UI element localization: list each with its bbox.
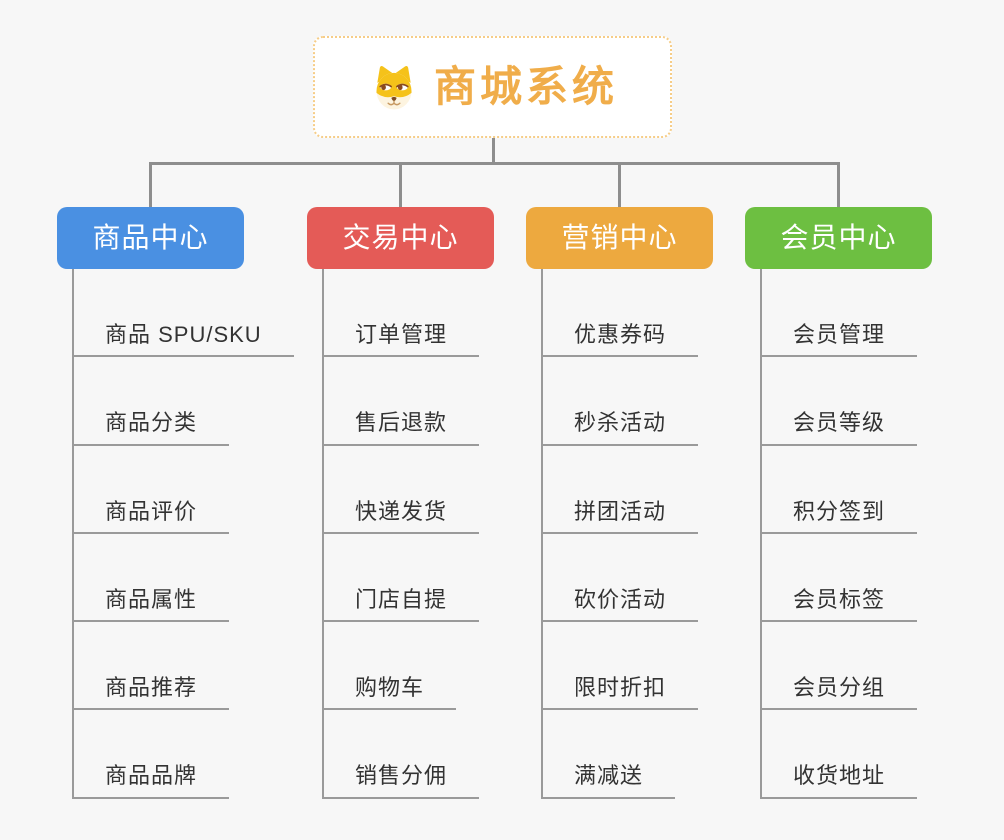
leaf-topic-label: 会员管理	[793, 322, 886, 347]
branch-topic-trade-center[interactable]: 交易中心	[307, 207, 494, 269]
branch-topic-marketing-center[interactable]: 营销中心	[526, 207, 713, 269]
leaf-topic-label: 积分签到	[793, 498, 886, 524]
branch-topic-product-center[interactable]: 商品中心	[57, 207, 244, 269]
leaf-topic[interactable]: 砍价活动	[543, 534, 699, 623]
leaf-topic-label: 商品 SPU/SKU	[105, 322, 262, 347]
leaf-topic[interactable]: 售后退款	[324, 357, 480, 446]
leaf-topic-label: 快递发货	[355, 498, 448, 524]
leaf-topic-label: 限时折扣	[574, 675, 667, 701]
leaf-topic[interactable]: 门店自提	[324, 534, 480, 623]
leaf-topic[interactable]: 满减送	[543, 710, 676, 799]
connector-root-stem	[492, 138, 495, 164]
leaf-topic[interactable]: 商品 SPU/SKU	[74, 269, 294, 358]
dog-logo-icon	[376, 65, 412, 110]
connector-drop-member-center	[837, 162, 840, 208]
leaf-topic-label: 拼团活动	[574, 498, 667, 524]
leaf-topic[interactable]: 销售分佣	[324, 710, 480, 799]
leaf-topic[interactable]: 收货地址	[762, 710, 918, 799]
leaf-topic[interactable]: 限时折扣	[543, 622, 699, 711]
leaf-topic-label: 商品评价	[105, 498, 198, 524]
leaf-topic[interactable]: 商品评价	[74, 446, 230, 534]
branch-marketing-center: 营销中心 优惠券码 秒杀活动 拼团活动 砍价活动 限时折扣 满减送	[526, 207, 713, 799]
branch-product-center: 商品中心 商品 SPU/SKU 商品分类 商品评价 商品属性 商品推荐 商品品牌	[57, 207, 294, 799]
leaf-topic-label: 商品推荐	[105, 675, 198, 701]
connector-horizontal-bar	[149, 162, 840, 165]
leaf-topic[interactable]: 优惠券码	[543, 269, 699, 358]
leaf-topic[interactable]: 商品属性	[74, 534, 230, 623]
leaf-topic-label: 售后退款	[355, 410, 448, 436]
leaf-topic-label: 购物车	[355, 675, 425, 701]
leaf-topic-label: 收货地址	[793, 763, 886, 789]
leaf-topic[interactable]: 会员标签	[762, 534, 918, 623]
leaf-topic-label: 门店自提	[355, 586, 448, 612]
leaf-topic[interactable]: 拼团活动	[543, 446, 699, 534]
leaf-topic[interactable]: 会员分组	[762, 622, 918, 711]
connector-drop-product-center	[149, 162, 152, 208]
leaf-topic[interactable]: 商品品牌	[74, 710, 230, 799]
leaf-topic-label: 会员等级	[793, 410, 886, 436]
leaf-topic[interactable]: 会员管理	[762, 269, 918, 358]
leaf-topic-label: 会员分组	[793, 675, 886, 701]
connector-drop-trade-center	[399, 162, 402, 208]
leaf-topic-label: 商品属性	[105, 586, 198, 612]
leaf-topic[interactable]: 会员等级	[762, 357, 918, 446]
leaf-topic[interactable]: 购物车	[324, 622, 457, 711]
leaf-topic-label: 满减送	[574, 763, 644, 789]
leaf-list-product-center: 商品 SPU/SKU 商品分类 商品评价 商品属性 商品推荐 商品品牌	[72, 269, 294, 799]
root-topic-label: 商城系统	[433, 63, 618, 110]
leaf-topic-label: 会员标签	[793, 586, 886, 612]
leaf-topic-label: 商品分类	[105, 410, 198, 436]
branch-topic-label: 商品中心	[92, 222, 209, 253]
leaf-topic[interactable]: 快递发货	[324, 446, 480, 534]
leaf-topic-label: 订单管理	[355, 322, 448, 347]
branch-trade-center: 交易中心 订单管理 售后退款 快递发货 门店自提 购物车 销售分佣	[307, 207, 494, 799]
leaf-topic[interactable]: 订单管理	[324, 269, 480, 358]
leaf-topic-label: 销售分佣	[355, 763, 448, 789]
leaf-topic[interactable]: 积分签到	[762, 446, 918, 534]
leaf-topic-label: 秒杀活动	[574, 410, 667, 436]
leaf-list-member-center: 会员管理 会员等级 积分签到 会员标签 会员分组 收货地址	[760, 269, 932, 799]
leaf-topic-label: 商品品牌	[105, 763, 198, 789]
root-topic[interactable]: 商城系统	[313, 36, 672, 138]
leaf-list-trade-center: 订单管理 售后退款 快递发货 门店自提 购物车 销售分佣	[322, 269, 494, 799]
branch-topic-label: 会员中心	[780, 222, 897, 253]
branch-topic-label: 交易中心	[342, 222, 459, 253]
connector-drop-marketing-center	[618, 162, 621, 208]
branch-topic-label: 营销中心	[561, 222, 678, 253]
leaf-topic[interactable]: 商品分类	[74, 357, 230, 446]
leaf-topic-label: 砍价活动	[574, 586, 667, 612]
leaf-topic[interactable]: 商品推荐	[74, 622, 230, 711]
branch-topic-member-center[interactable]: 会员中心	[745, 207, 932, 269]
leaf-list-marketing-center: 优惠券码 秒杀活动 拼团活动 砍价活动 限时折扣 满减送	[541, 269, 713, 799]
leaf-topic-label: 优惠券码	[574, 322, 667, 347]
branch-member-center: 会员中心 会员管理 会员等级 积分签到 会员标签 会员分组 收货地址	[745, 207, 932, 799]
leaf-topic[interactable]: 秒杀活动	[543, 357, 699, 446]
